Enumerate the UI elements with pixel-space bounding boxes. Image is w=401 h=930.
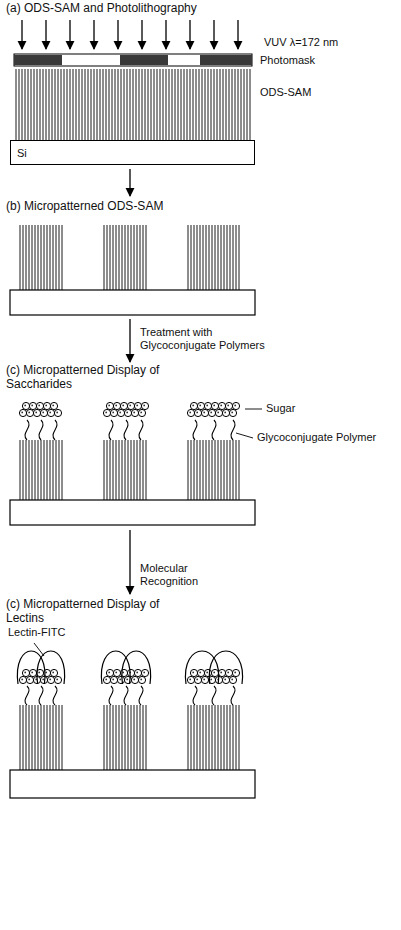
lectin-fitc [101, 651, 150, 684]
sugar [19, 669, 61, 683]
vuv-arrow [237, 20, 238, 49]
ods-sam [20, 440, 62, 500]
part-label: Glycoconjugate Polymer [257, 431, 376, 444]
mask-opaque [14, 55, 62, 65]
ods-sam [188, 225, 239, 290]
glycoconjugate-polymer [25, 686, 57, 705]
part-label: Lectin-FITC [8, 626, 65, 639]
glycoconjugate-polymer [109, 420, 143, 440]
vuv-arrow [21, 20, 22, 49]
sugar [103, 402, 148, 416]
vuv-arrow [93, 20, 94, 49]
vuv-arrow [189, 20, 190, 49]
step-label: Molecular Recognition [140, 562, 230, 587]
leader-line [236, 433, 253, 438]
vuv-arrow [45, 20, 46, 49]
vuv-arrow [165, 20, 166, 49]
glycoconjugate-polymer [109, 686, 143, 705]
si-substrate [10, 290, 255, 315]
vuv-arrow [213, 20, 214, 49]
panel-heading: (a) ODS-SAM and Photolithography [6, 2, 197, 16]
panel-heading: (b) Micropatterned ODS-SAM [6, 200, 163, 214]
glycoconjugate-polymer [193, 686, 235, 705]
ods-sam [104, 705, 146, 770]
part-label: ODS-SAM [260, 86, 311, 99]
process-arrow [129, 169, 130, 196]
sugar [187, 402, 239, 416]
ods-sam [188, 440, 239, 500]
leader-line [245, 409, 262, 410]
glycoconjugate-polymer [25, 420, 57, 440]
panel-heading: (c) Micropatterned Display of Lectins [6, 598, 178, 626]
glycoconjugate-polymer [193, 420, 235, 440]
part-label: Photomask [260, 54, 315, 67]
leader-line [34, 643, 44, 656]
light-label: VUV λ=172 nm [264, 36, 338, 49]
part-label: Sugar [266, 402, 295, 415]
lectin-fitc [185, 651, 242, 684]
ods-sam [16, 69, 250, 140]
process-arrow [129, 530, 130, 594]
material-label: Si [11, 145, 33, 161]
vuv-arrow [141, 20, 142, 49]
si-substrate: Si [10, 140, 255, 165]
panel-heading: (c) Micropatterned Display of Saccharide… [6, 364, 178, 392]
sugar [103, 669, 148, 683]
si-substrate [10, 500, 255, 525]
sugar [19, 402, 61, 416]
ods-sam [20, 705, 62, 770]
mask-opaque [200, 55, 252, 65]
si-substrate [10, 770, 255, 798]
step-label: Treatment with Glycoconjugate Polymers [140, 326, 280, 351]
vuv-arrow [117, 20, 118, 49]
vuv-arrow [69, 20, 70, 49]
ods-sam [20, 225, 62, 290]
photomask [14, 54, 252, 66]
process-arrow [129, 319, 130, 362]
sugar [187, 669, 239, 683]
ods-sam [104, 440, 146, 500]
ods-sam [188, 705, 239, 770]
lectin-fitc [17, 651, 64, 684]
ods-sam [104, 225, 146, 290]
mask-opaque [120, 55, 168, 65]
